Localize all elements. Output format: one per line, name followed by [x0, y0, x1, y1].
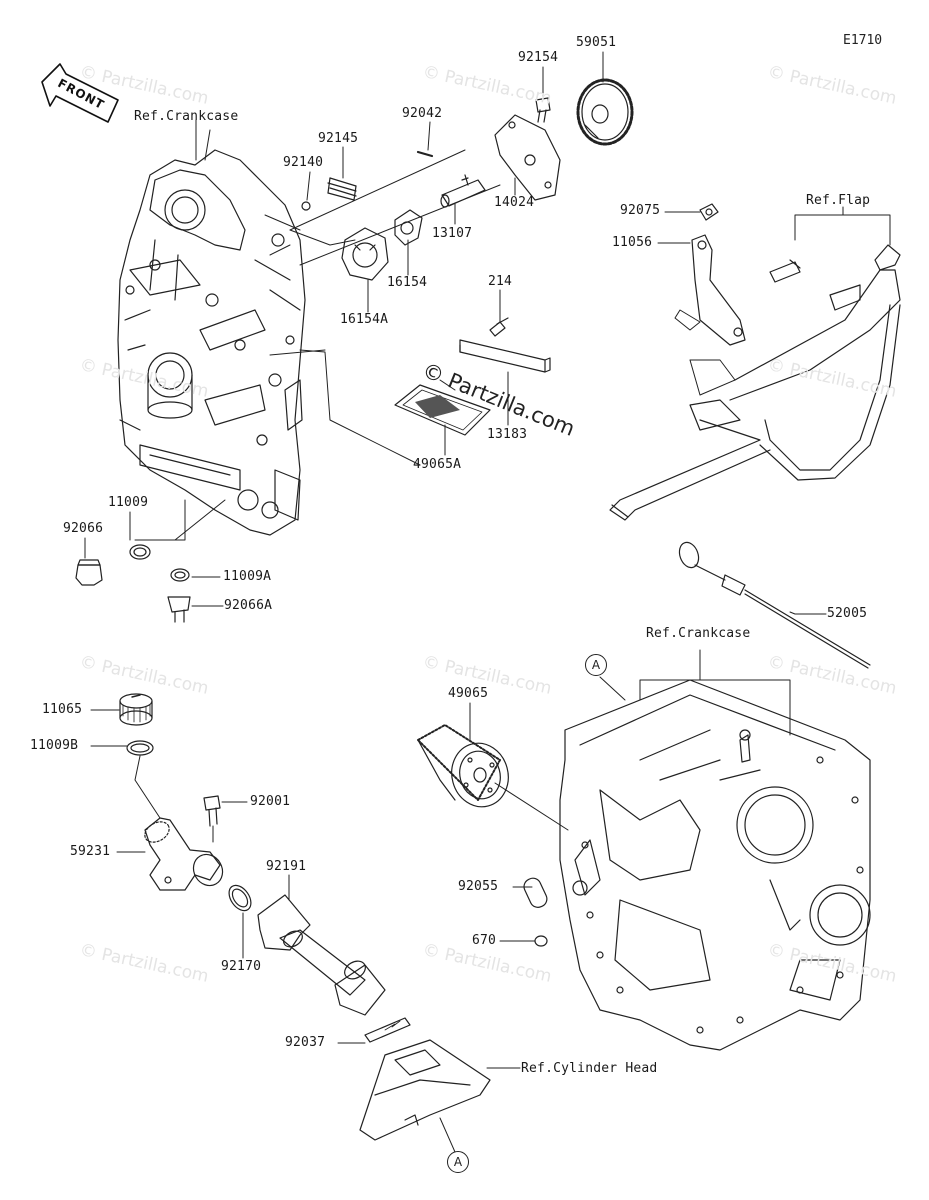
label-leaders	[84, 51, 827, 1153]
flap-assembly-drawing	[609, 203, 901, 521]
pin-92042-drawing	[416, 150, 434, 158]
part-11009[interactable]: 11009	[108, 495, 149, 510]
ref-crankcase-bottom-leader	[599, 649, 791, 736]
part-92075[interactable]: 92075	[620, 203, 661, 218]
screw-214-drawing	[489, 317, 509, 337]
hose-92191-drawing	[257, 894, 386, 1016]
dipstick-52005-drawing	[678, 541, 871, 669]
crankcase-bottom-drawing	[559, 679, 871, 1051]
filler-cap-11065-drawing	[119, 693, 153, 726]
spring-92145-drawing	[327, 177, 357, 201]
part-92055[interactable]: 92055	[458, 879, 499, 894]
clamp-92170-drawing	[228, 884, 252, 912]
bolt-92154-drawing	[535, 97, 551, 123]
ref-cylinder-head: Ref.Cylinder Head	[521, 1061, 658, 1076]
washer-11009-drawing	[129, 544, 151, 560]
ref-flap: Ref.Flap	[806, 193, 871, 208]
part-92066[interactable]: 92066	[63, 521, 104, 536]
part-11009B[interactable]: 11009B	[30, 738, 79, 753]
callout-a-bottom: A	[447, 1151, 469, 1173]
part-92170[interactable]: 92170	[221, 959, 262, 974]
part-16154[interactable]: 16154	[387, 275, 428, 290]
part-92037[interactable]: 92037	[285, 1035, 326, 1050]
ball-92140-drawing	[301, 201, 311, 211]
ref-crankcase-bottom: Ref.Crankcase	[646, 626, 751, 641]
rotor-16154A-drawing	[341, 227, 389, 281]
gasket-11009B-drawing	[126, 740, 154, 756]
breather-92037-drawing	[364, 1017, 411, 1043]
part-16154A[interactable]: 16154A	[340, 312, 389, 327]
washer-11009A-drawing	[170, 568, 190, 582]
bolt-92001-drawing	[203, 795, 221, 827]
shaft-13107-drawing	[440, 174, 486, 208]
part-49065A[interactable]: 49065A	[413, 457, 462, 472]
part-92140[interactable]: 92140	[283, 155, 324, 170]
part-92154[interactable]: 92154	[518, 50, 559, 65]
gear-59051-drawing	[576, 78, 634, 146]
part-59051[interactable]: 59051	[576, 35, 617, 50]
ref-flap-leader	[794, 206, 891, 246]
part-49065[interactable]: 49065	[448, 686, 489, 701]
strainer-49065A-drawing	[394, 384, 491, 436]
diagram-code: E1710	[843, 33, 883, 48]
part-14024[interactable]: 14024	[494, 195, 535, 210]
ref-crankcase-top: Ref.Crankcase	[134, 109, 239, 124]
part-11009A[interactable]: 11009A	[223, 569, 272, 584]
part-92066A[interactable]: 92066A	[224, 598, 273, 613]
part-92191[interactable]: 92191	[266, 859, 307, 874]
oring-670-drawing	[534, 935, 548, 947]
cover-14024-drawing	[494, 114, 561, 201]
cylinder-head-ref-drawing	[359, 1039, 491, 1141]
part-11065[interactable]: 11065	[42, 702, 83, 717]
plug-92066-drawing	[75, 559, 103, 586]
oring-92055-drawing	[523, 877, 548, 908]
part-92001[interactable]: 92001	[250, 794, 291, 809]
part-92042[interactable]: 92042	[402, 106, 443, 121]
part-52005[interactable]: 52005	[827, 606, 868, 621]
assembly-lines	[134, 149, 501, 541]
rotor-16154-drawing	[394, 209, 423, 246]
part-11056[interactable]: 11056	[612, 235, 653, 250]
plug-92066A-drawing	[167, 596, 191, 623]
callout-a-top: A	[585, 654, 607, 676]
part-670[interactable]: 670	[472, 933, 497, 948]
part-13183[interactable]: 13183	[487, 427, 528, 442]
crankcase-cover-drawing	[117, 119, 306, 536]
part-13107[interactable]: 13107	[432, 226, 473, 241]
part-59231[interactable]: 59231	[70, 844, 111, 859]
oil-filter-49065-drawing	[417, 724, 509, 808]
plate-13183-drawing	[459, 339, 551, 373]
part-92145[interactable]: 92145	[318, 131, 359, 146]
filler-tube-59231-drawing	[144, 817, 224, 891]
part-214[interactable]: 214	[488, 274, 513, 289]
front-arrow-icon	[41, 63, 119, 123]
